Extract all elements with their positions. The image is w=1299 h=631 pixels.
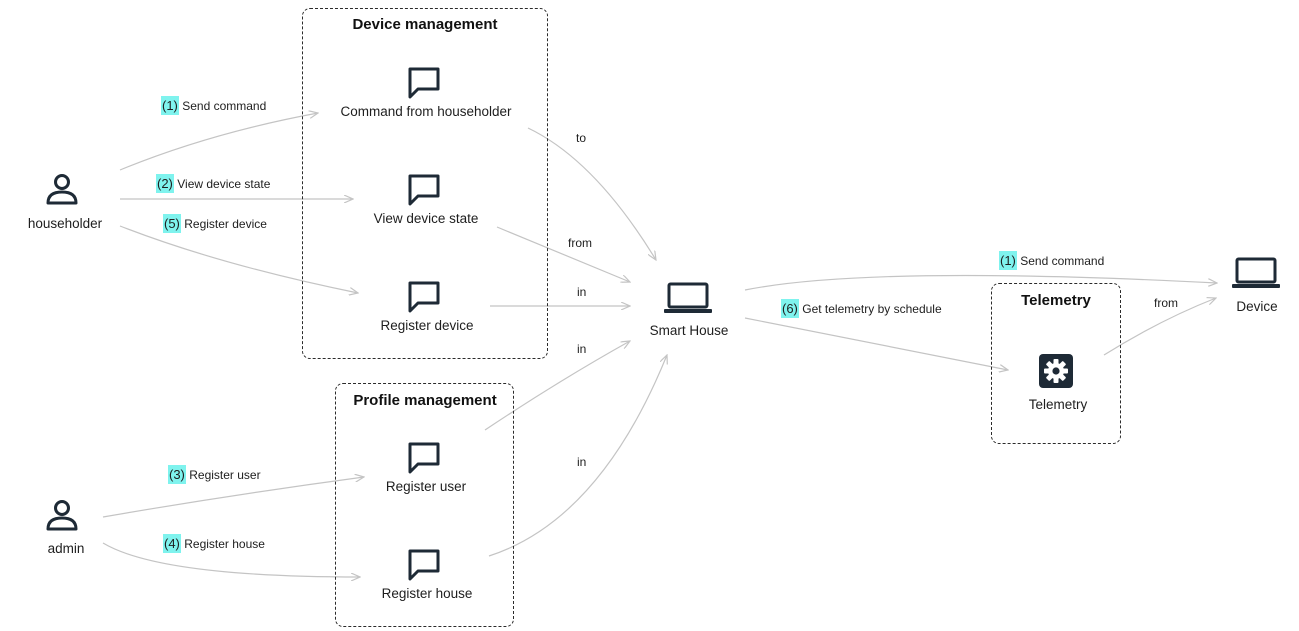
edge-label-send-command: (1) Send command — [161, 96, 267, 115]
edge-label-in-register-house: in — [577, 455, 587, 469]
edge-send-command-device — [744, 274, 1217, 291]
edge-get-telemetry — [744, 317, 1008, 370]
edge-admin-register-user — [102, 477, 364, 518]
person-icon — [46, 174, 78, 205]
edge-from-telemetry — [1103, 298, 1216, 356]
speech-bubble-icon — [408, 67, 440, 99]
edge-in-register-house — [488, 355, 667, 557]
edge-label-send-command-device: (1) Send command — [999, 251, 1105, 270]
device-management-group — [302, 8, 548, 359]
step-text: Get telemetry by schedule — [802, 302, 942, 316]
edge-label-to: to — [576, 131, 587, 145]
admin-actor-label: admin — [47, 541, 85, 556]
edge-send-command — [119, 113, 318, 171]
step-text: Register house — [184, 537, 265, 551]
edge-admin-register-house — [102, 542, 360, 577]
smart-house-label: Smart House — [649, 323, 729, 338]
step-number: (1) — [161, 96, 179, 115]
laptop-icon — [664, 282, 712, 313]
edge-label-register-house: (4) Register house — [163, 534, 265, 553]
telemetry-group-title: Telemetry — [1021, 292, 1091, 309]
step-number: (2) — [156, 174, 174, 193]
edge-register-device — [119, 225, 358, 293]
speech-bubble-icon — [408, 174, 440, 206]
householder-actor-label: householder — [27, 216, 103, 231]
edge-to-smart-house — [527, 127, 656, 260]
step-number: (5) — [163, 214, 181, 233]
step-number: (3) — [168, 465, 186, 484]
edge-label-in-register-user: in — [577, 342, 587, 356]
edge-label-register-device: (5) Register device — [163, 214, 267, 233]
register-device-label: Register device — [380, 318, 474, 333]
step-text: Send command — [182, 99, 267, 113]
step-number: (6) — [781, 299, 799, 318]
person-icon — [46, 500, 78, 531]
step-number: (4) — [163, 534, 181, 553]
profile-management-title: Profile management — [353, 392, 497, 409]
gear-icon — [1039, 354, 1073, 388]
edge-label-from-telemetry: from — [1154, 296, 1178, 310]
edge-label-view-device-state: (2) View device state — [156, 174, 271, 193]
step-number: (1) — [999, 251, 1017, 270]
edge-label-get-telemetry: (6) Get telemetry by schedule — [781, 299, 942, 318]
step-text: View device state — [177, 177, 271, 191]
register-user-label: Register user — [385, 479, 467, 494]
speech-bubble-icon — [408, 281, 440, 313]
edge-label-register-user: (3) Register user — [168, 465, 261, 484]
edge-in-register-user — [484, 341, 630, 431]
speech-bubble-icon — [408, 549, 440, 581]
laptop-icon — [1232, 257, 1280, 288]
device-label: Device — [1236, 299, 1278, 314]
view-device-state-label: View device state — [373, 211, 479, 226]
register-house-label: Register house — [381, 586, 473, 601]
device-management-title: Device management — [352, 16, 498, 33]
step-text: Register user — [189, 468, 261, 482]
edge-label-from-view-state: from — [568, 236, 592, 250]
step-text: Send command — [1020, 254, 1105, 268]
command-from-householder-label: Command from householder — [340, 104, 512, 119]
speech-bubble-icon — [408, 442, 440, 474]
telemetry-component-label: Telemetry — [1028, 397, 1088, 412]
edge-label-in-register-device: in — [577, 285, 587, 299]
profile-management-group — [335, 383, 514, 627]
edge-from-view-state — [496, 226, 630, 282]
telemetry-group — [991, 283, 1121, 444]
step-text: Register device — [184, 217, 267, 231]
